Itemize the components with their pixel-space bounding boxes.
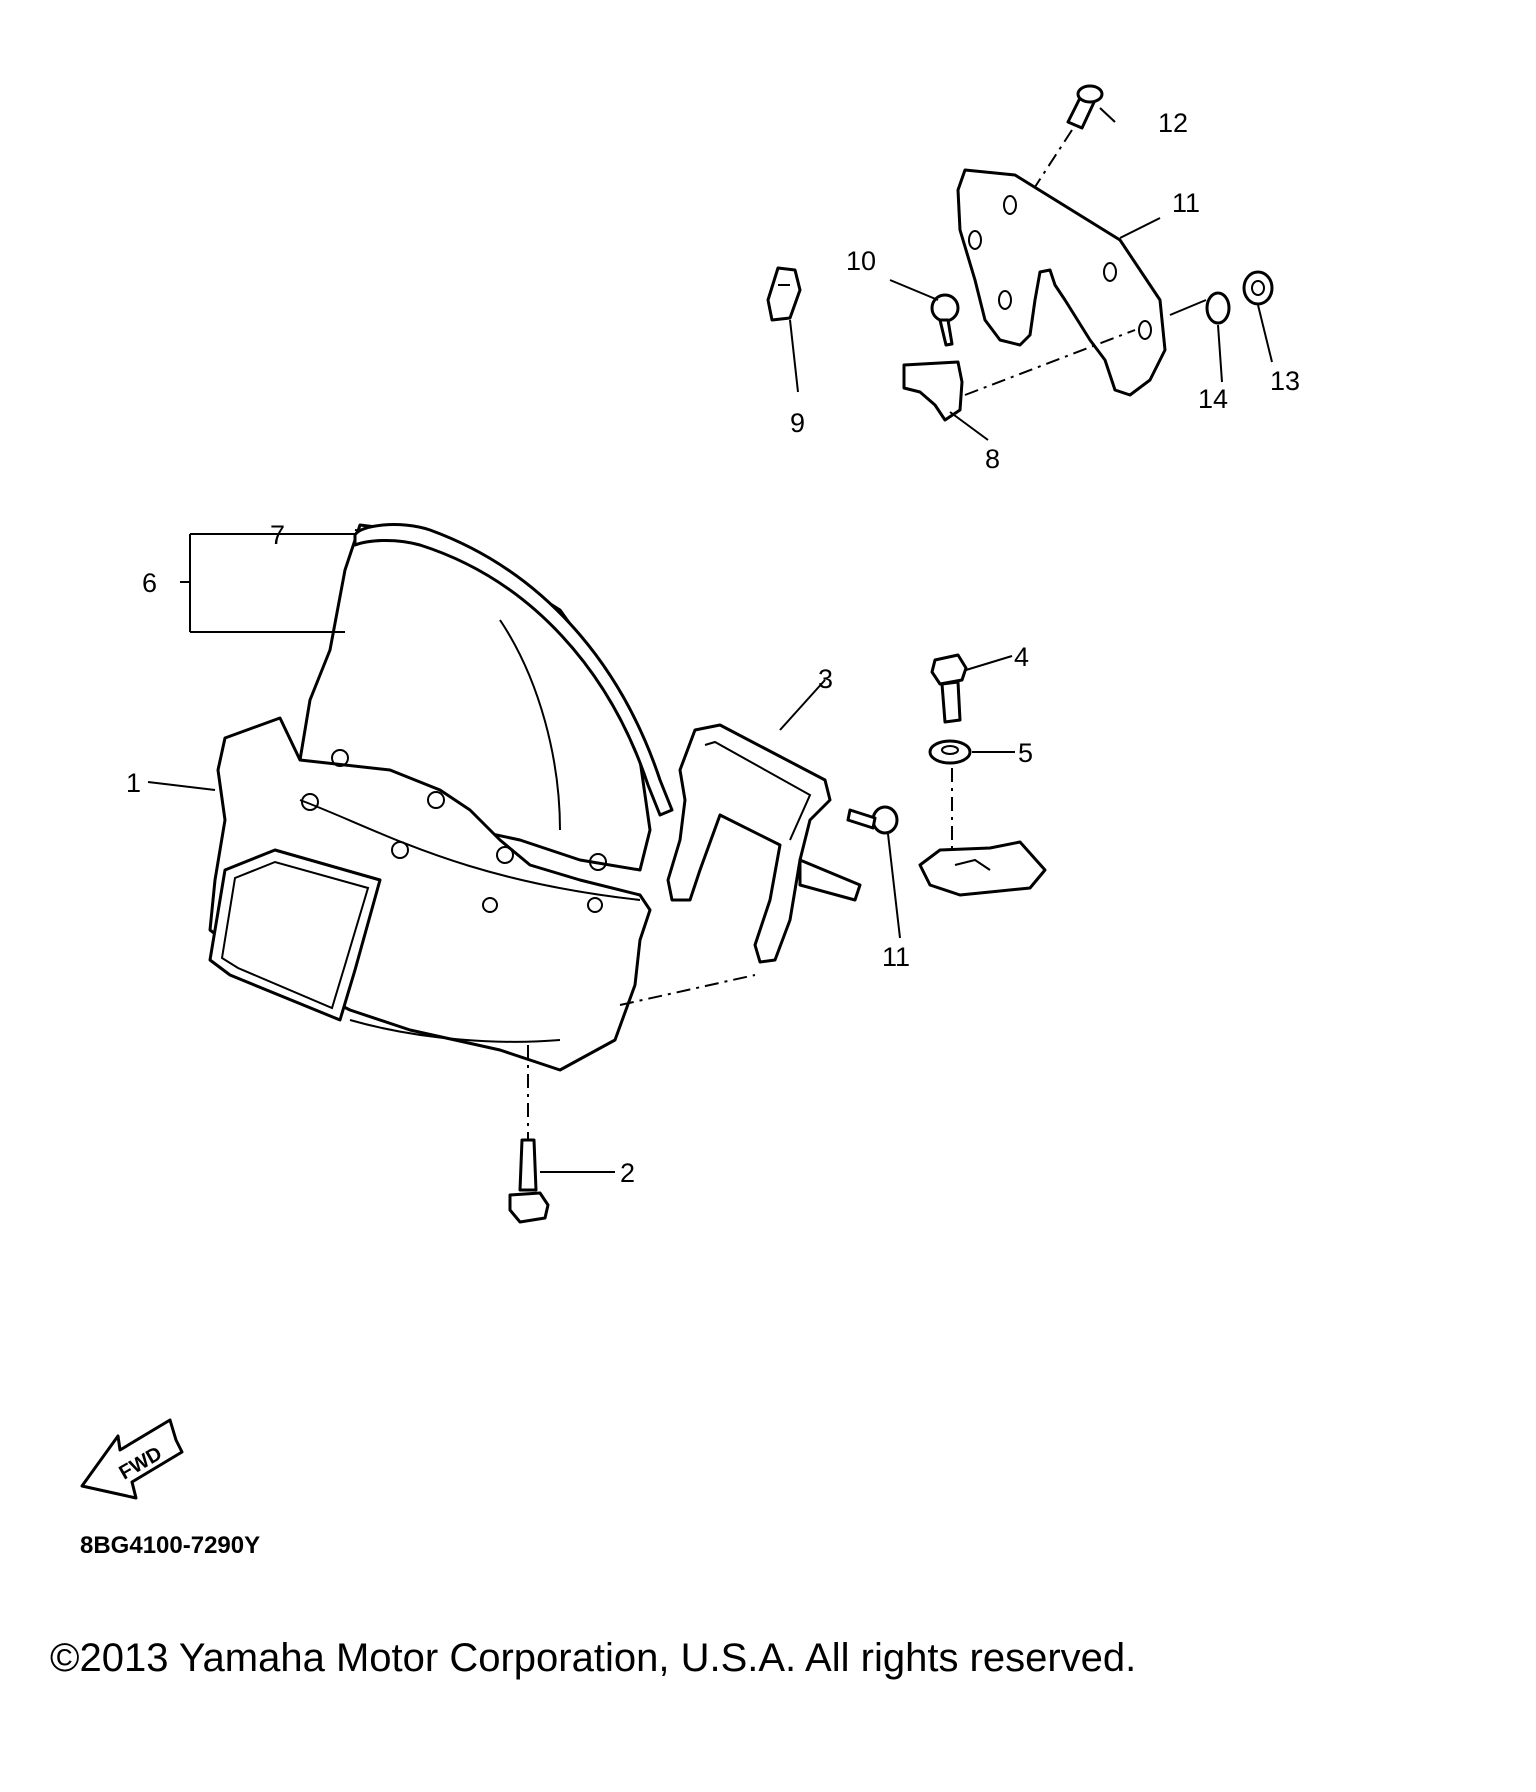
callout-9: 9 — [790, 408, 805, 438]
cowling-1-drawing — [208, 716, 756, 1072]
callout-7: 7 — [270, 520, 285, 550]
mount-plate-drawing — [918, 840, 1047, 897]
callout-4: 4 — [1014, 642, 1029, 672]
callout-14: 14 — [1198, 384, 1228, 414]
copyright-notice: ©2013 Yamaha Motor Corporation, U.S.A. A… — [50, 1636, 1137, 1680]
callout-6: 6 — [142, 568, 157, 598]
clip-9-drawing — [766, 266, 802, 322]
bracket-8-drawing — [902, 329, 1136, 422]
leader-lines — [147, 107, 1273, 1173]
bolt-2-drawing — [508, 1045, 550, 1224]
callout-2: 2 — [620, 1158, 635, 1188]
screw-11-lower-drawing — [846, 805, 899, 835]
fwd-arrow-icon: FWD — [80, 1418, 184, 1500]
stay-3-drawing — [666, 723, 862, 964]
callout-11-lower: 11 — [882, 942, 910, 972]
bolt-4-drawing — [930, 653, 968, 724]
callout-1: 1 — [126, 768, 141, 798]
callout-3: 3 — [818, 664, 833, 694]
molding-7-drawing — [353, 523, 674, 817]
callout-12: 12 — [1158, 108, 1188, 138]
callout-10: 10 — [846, 246, 876, 276]
nut-13-drawing — [1242, 270, 1274, 306]
screw-10-drawing — [930, 293, 960, 347]
callout-13: 13 — [1270, 366, 1300, 396]
callout-labels: 1 2 3 4 5 6 7 8 9 10 11 11 12 13 14 — [126, 108, 1300, 1188]
drawing-code: 8BG4100-7290Y — [80, 1532, 261, 1559]
bracket-11-drawing — [956, 168, 1167, 397]
callout-8: 8 — [985, 444, 1000, 474]
collar-14-drawing — [1169, 291, 1231, 325]
grommet-5-drawing — [928, 739, 972, 860]
callout-5: 5 — [1018, 738, 1033, 768]
callout-11-upper: 11 — [1172, 188, 1200, 218]
